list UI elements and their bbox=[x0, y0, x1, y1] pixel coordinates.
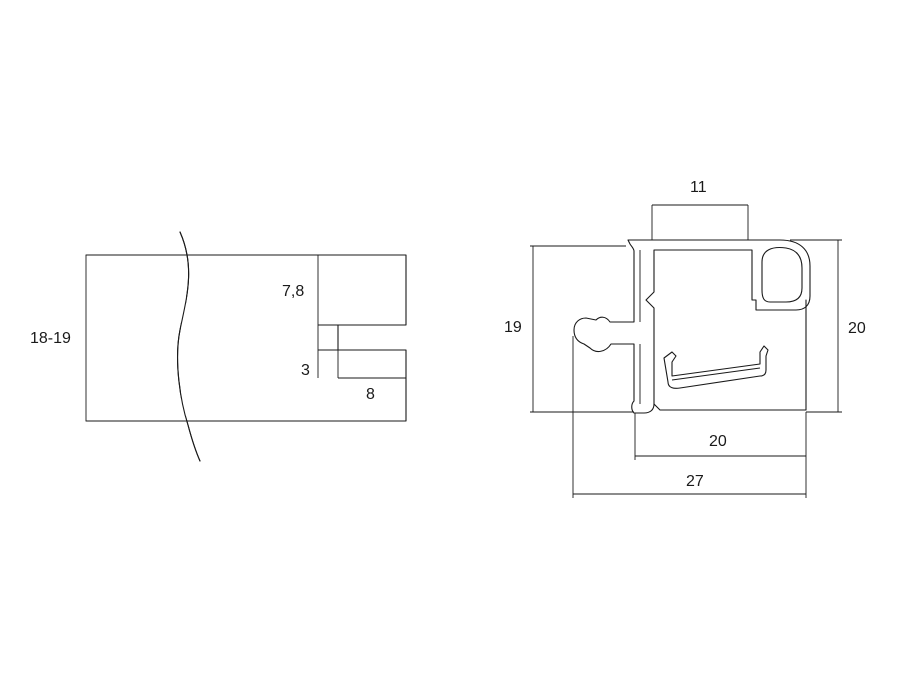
dim-label-right-height: 20 bbox=[848, 320, 866, 337]
profile-grip-channel bbox=[761, 246, 803, 303]
dim-label-body-width: 20 bbox=[709, 433, 727, 450]
dim-label-groove-width: 3 bbox=[301, 362, 310, 379]
dimension-overall-width: 27 bbox=[572, 336, 806, 498]
aluminium-profile bbox=[573, 239, 811, 414]
led-clip-body bbox=[663, 345, 769, 389]
dimension-groove-top: 7,8 bbox=[282, 255, 338, 326]
dimension-left-height: 19 bbox=[504, 245, 634, 413]
dim-label-panel-height: 18-19 bbox=[30, 330, 71, 347]
dimension-top-opening: 11 bbox=[651, 179, 749, 240]
profile-outer-contour bbox=[573, 239, 811, 414]
profile-lower-wall bbox=[653, 299, 807, 411]
dimension-groove-depth: 8 bbox=[337, 350, 406, 403]
dimension-groove-width: 3 bbox=[301, 325, 338, 379]
dimension-right-height: 20 bbox=[790, 239, 866, 413]
dim-label-groove-depth: 8 bbox=[366, 386, 375, 403]
left-panel-section bbox=[85, 231, 407, 462]
dim-label-groove-top: 7,8 bbox=[282, 283, 304, 300]
dimension-body-width: 20 bbox=[634, 412, 807, 498]
led-strip-insert bbox=[663, 345, 769, 389]
dimension-panel-height: 18-19 bbox=[30, 255, 87, 421]
dim-label-left-height: 19 bbox=[504, 319, 522, 336]
dim-label-overall-width: 27 bbox=[686, 473, 704, 490]
dim-label-top-opening: 11 bbox=[690, 179, 707, 196]
panel-outline bbox=[85, 254, 407, 422]
